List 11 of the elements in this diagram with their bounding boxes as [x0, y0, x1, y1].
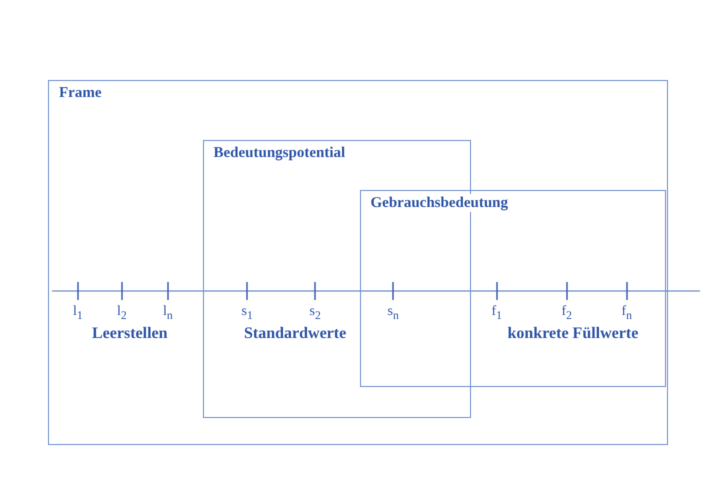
tick-label: s$_{n}$	[388, 303, 399, 324]
tick-label: f$_{2}$	[562, 303, 572, 324]
tick-label: s$_{1}$	[242, 303, 253, 324]
box-title: Bedeutungspotential	[214, 144, 346, 162]
tick-label: f$_{1}$	[492, 303, 502, 324]
box-title: Gebrauchsbedeutung	[370, 194, 508, 212]
tick-label: l$_{2}$	[117, 303, 127, 324]
tick-label: f$_{n}$	[622, 303, 632, 324]
tick-label: l$_{1}$	[73, 303, 83, 324]
tick-label: l$_{n}$	[163, 303, 173, 324]
tick-label: s$_{2}$	[310, 303, 321, 324]
